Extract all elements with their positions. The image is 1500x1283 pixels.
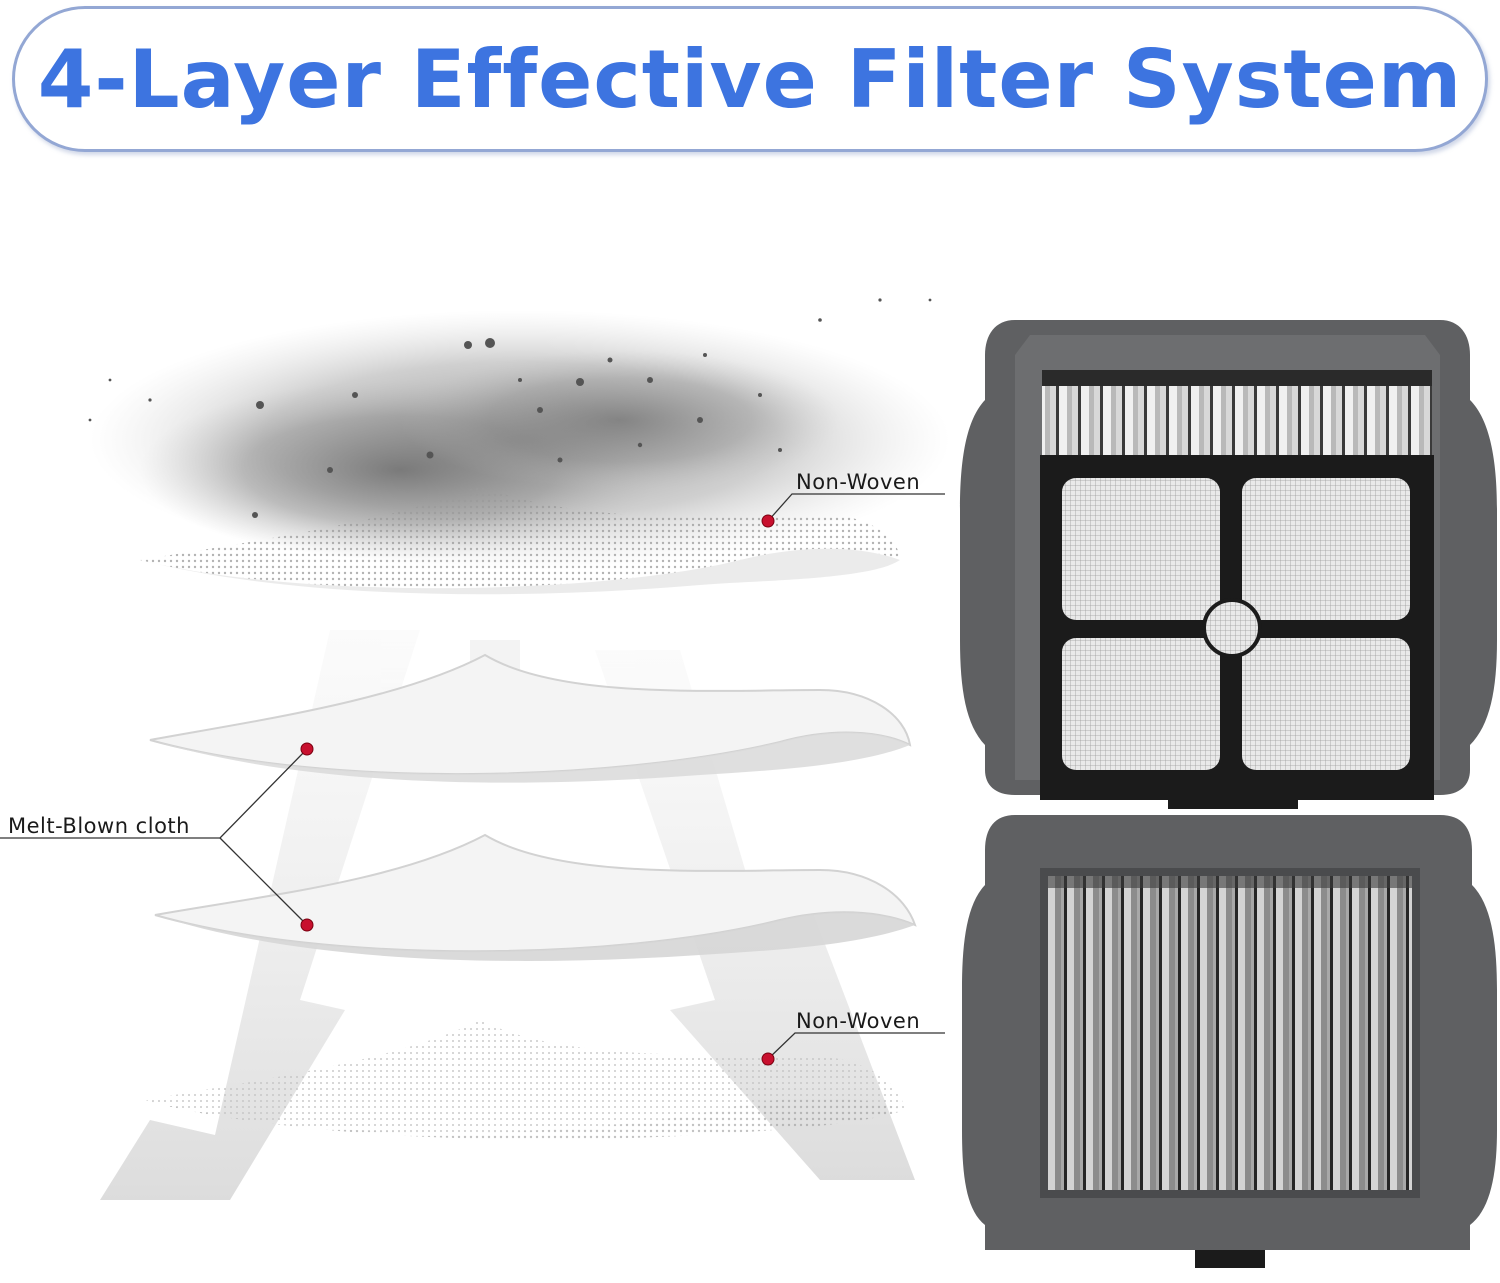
page-title: 4-Layer Effective Filter System	[37, 32, 1463, 126]
layer-melt-blown-1	[149, 653, 912, 783]
marker-dot	[761, 1052, 775, 1066]
title-banner: 4-Layer Effective Filter System	[12, 6, 1488, 152]
label-non-woven-bottom: Non-Woven	[796, 1009, 920, 1033]
layer-melt-blown-2	[154, 833, 917, 961]
marker-dot	[761, 514, 775, 528]
label-melt-blown: Melt-Blown cloth	[8, 814, 190, 838]
layer-non-woven-bottom	[145, 1020, 905, 1140]
label-non-woven-top: Non-Woven	[796, 470, 920, 494]
filter-product-bottom	[962, 815, 1497, 1268]
callout-bottom-non-woven: Non-Woven	[761, 1009, 945, 1066]
marker-dot	[300, 918, 314, 932]
marker-dot	[300, 742, 314, 756]
callout-melt-blown: Melt-Blown cloth	[0, 742, 314, 932]
layer-non-woven-top	[140, 485, 900, 595]
callout-top-non-woven: Non-Woven	[761, 470, 945, 528]
filter-product-top	[960, 320, 1497, 809]
